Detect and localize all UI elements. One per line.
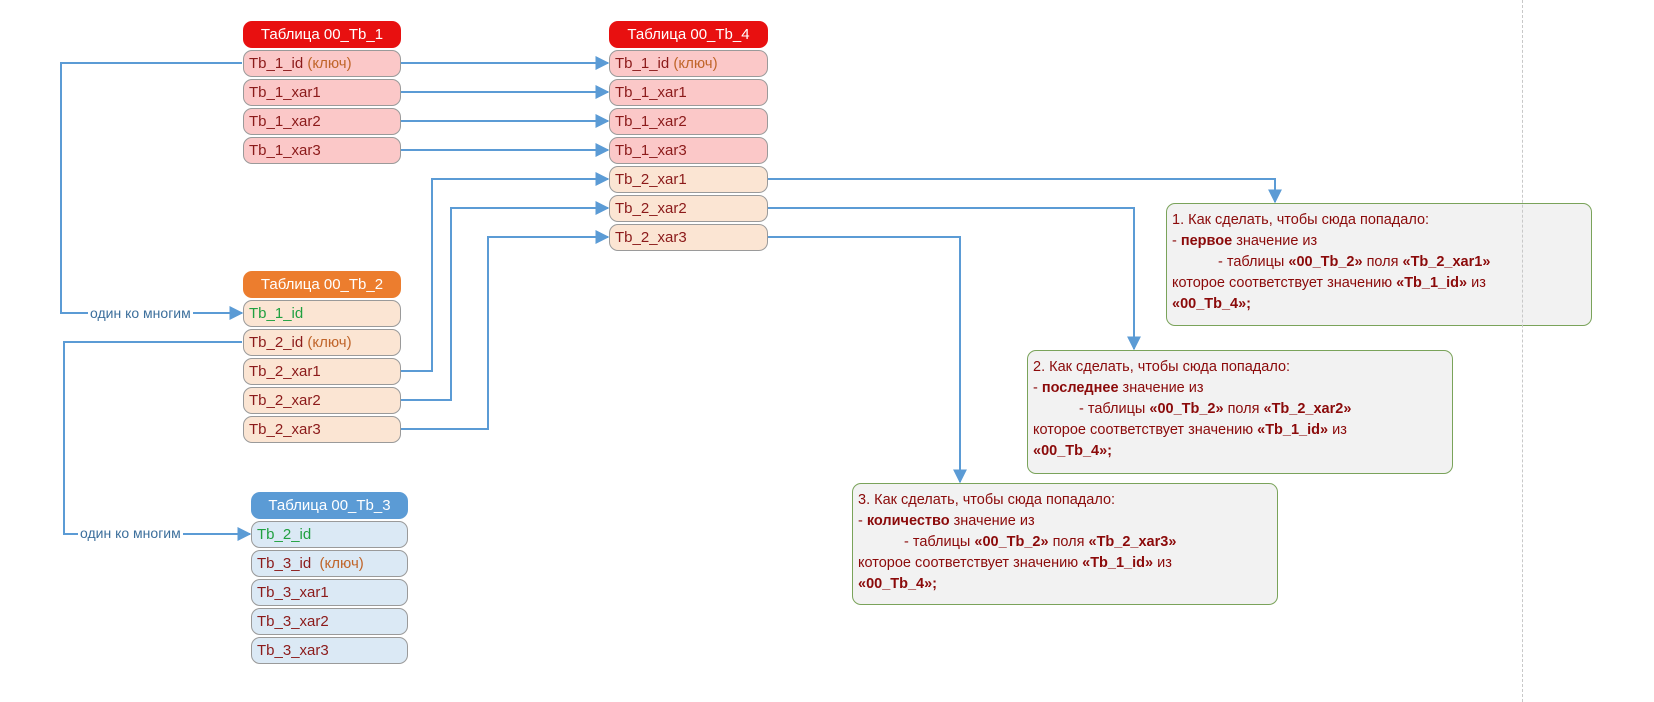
note-1-title: 1. Как сделать, чтобы сюда попадало: — [1172, 212, 1430, 228]
field-tb4-tb2-xar3: Tb_2_xar3 — [609, 224, 768, 251]
note-2: 2. Как сделать, чтобы сюда попадало: - п… — [1027, 350, 1453, 474]
note-3: 3. Как сделать, чтобы сюда попадало: - к… — [852, 483, 1278, 605]
note-1-line2: - первое значение из — [1172, 233, 1318, 249]
connector-tb2-xar2-to-tb4 — [400, 201, 610, 401]
field-tb4-xar2: Tb_1_xar2 — [609, 108, 768, 135]
note-1-line3: - таблицы «00_Tb_2» поля «Tb_2_xar1» — [1218, 254, 1491, 270]
note-2-line4: которое соответствует значению «Tb_1_id»… — [1033, 422, 1347, 438]
note-2-line2: - последнее значение из — [1033, 380, 1204, 396]
table-tb3: Таблица 00_Tb_3 Tb_2_id Tb_3_id (ключ) T… — [251, 492, 408, 664]
note-2-title: 2. Как сделать, чтобы сюда попадало: — [1033, 359, 1291, 375]
field-tb2-xar1: Tb_2_xar1 — [243, 358, 401, 385]
connector-tb2-xar3-to-tb4 — [400, 230, 610, 430]
connector-tb4-xar1-to-note1 — [768, 178, 1282, 204]
connector-tb1-to-tb2 — [60, 62, 244, 320]
field-tb1-id: Tb_1_id (ключ) — [243, 50, 401, 77]
note-3-title: 3. Как сделать, чтобы сюда попадало: — [858, 492, 1116, 508]
note-3-line4: которое соответствует значению «Tb_1_id»… — [858, 555, 1172, 571]
connector-tb2-to-tb3 — [63, 341, 252, 541]
field-tb1-xar1: Tb_1_xar1 — [243, 79, 401, 106]
field-tb3-xar1: Tb_3_xar1 — [251, 579, 408, 606]
note-1-line5: «00_Tb_4»; — [1172, 296, 1251, 312]
table-tb4-header: Таблица 00_Tb_4 — [609, 21, 768, 48]
table-tb1-header: Таблица 00_Tb_1 — [243, 21, 401, 48]
field-tb3-tb2-id: Tb_2_id — [251, 521, 408, 548]
connector-tb4-xar3-to-note3 — [768, 236, 967, 484]
field-tb3-xar2: Tb_3_xar2 — [251, 608, 408, 635]
field-tb1-xar2: Tb_1_xar2 — [243, 108, 401, 135]
page-boundary-divider — [1522, 0, 1523, 702]
field-tb4-id: Tb_1_id (ключ) — [609, 50, 768, 77]
relation-label-tb1-tb2: один ко многим — [88, 305, 193, 321]
note-1-line4: которое соответствует значению «Tb_1_id»… — [1172, 275, 1486, 291]
note-1: 1. Как сделать, чтобы сюда попадало: - п… — [1166, 203, 1592, 326]
table-tb4: Таблица 00_Tb_4 Tb_1_id (ключ) Tb_1_xar1… — [609, 21, 768, 251]
relation-label-tb2-tb3: один ко многим — [78, 525, 183, 541]
field-tb3-id: Tb_3_id (ключ) — [251, 550, 408, 577]
field-tb1-xar3: Tb_1_xar3 — [243, 137, 401, 164]
field-tb2-xar3: Tb_2_xar3 — [243, 416, 401, 443]
table-tb1: Таблица 00_Tb_1 Tb_1_id (ключ) Tb_1_xar1… — [243, 21, 401, 164]
field-tb2-id: Tb_2_id (ключ) — [243, 329, 401, 356]
connector-tb4-xar2-to-note2 — [768, 207, 1141, 351]
field-tb2-tb1-id: Tb_1_id — [243, 300, 401, 327]
note-2-line5: «00_Tb_4»; — [1033, 443, 1112, 459]
note-3-line3: - таблицы «00_Tb_2» поля «Tb_2_xar3» — [904, 534, 1177, 550]
table-tb2: Таблица 00_Tb_2 Tb_1_id Tb_2_id (ключ) T… — [243, 271, 401, 443]
table-tb3-header: Таблица 00_Tb_3 — [251, 492, 408, 519]
field-tb2-xar2: Tb_2_xar2 — [243, 387, 401, 414]
connector-tb2-xar1-to-tb4 — [400, 172, 610, 372]
field-tb3-xar3: Tb_3_xar3 — [251, 637, 408, 664]
field-tb4-tb2-xar1: Tb_2_xar1 — [609, 166, 768, 193]
note-2-line3: - таблицы «00_Tb_2» поля «Tb_2_xar2» — [1079, 401, 1352, 417]
field-tb4-xar1: Tb_1_xar1 — [609, 79, 768, 106]
table-tb2-header: Таблица 00_Tb_2 — [243, 271, 401, 298]
note-3-line2: - количество значение из — [858, 513, 1035, 529]
field-tb4-xar3: Tb_1_xar3 — [609, 137, 768, 164]
note-3-line5: «00_Tb_4»; — [858, 576, 937, 592]
field-tb4-tb2-xar2: Tb_2_xar2 — [609, 195, 768, 222]
